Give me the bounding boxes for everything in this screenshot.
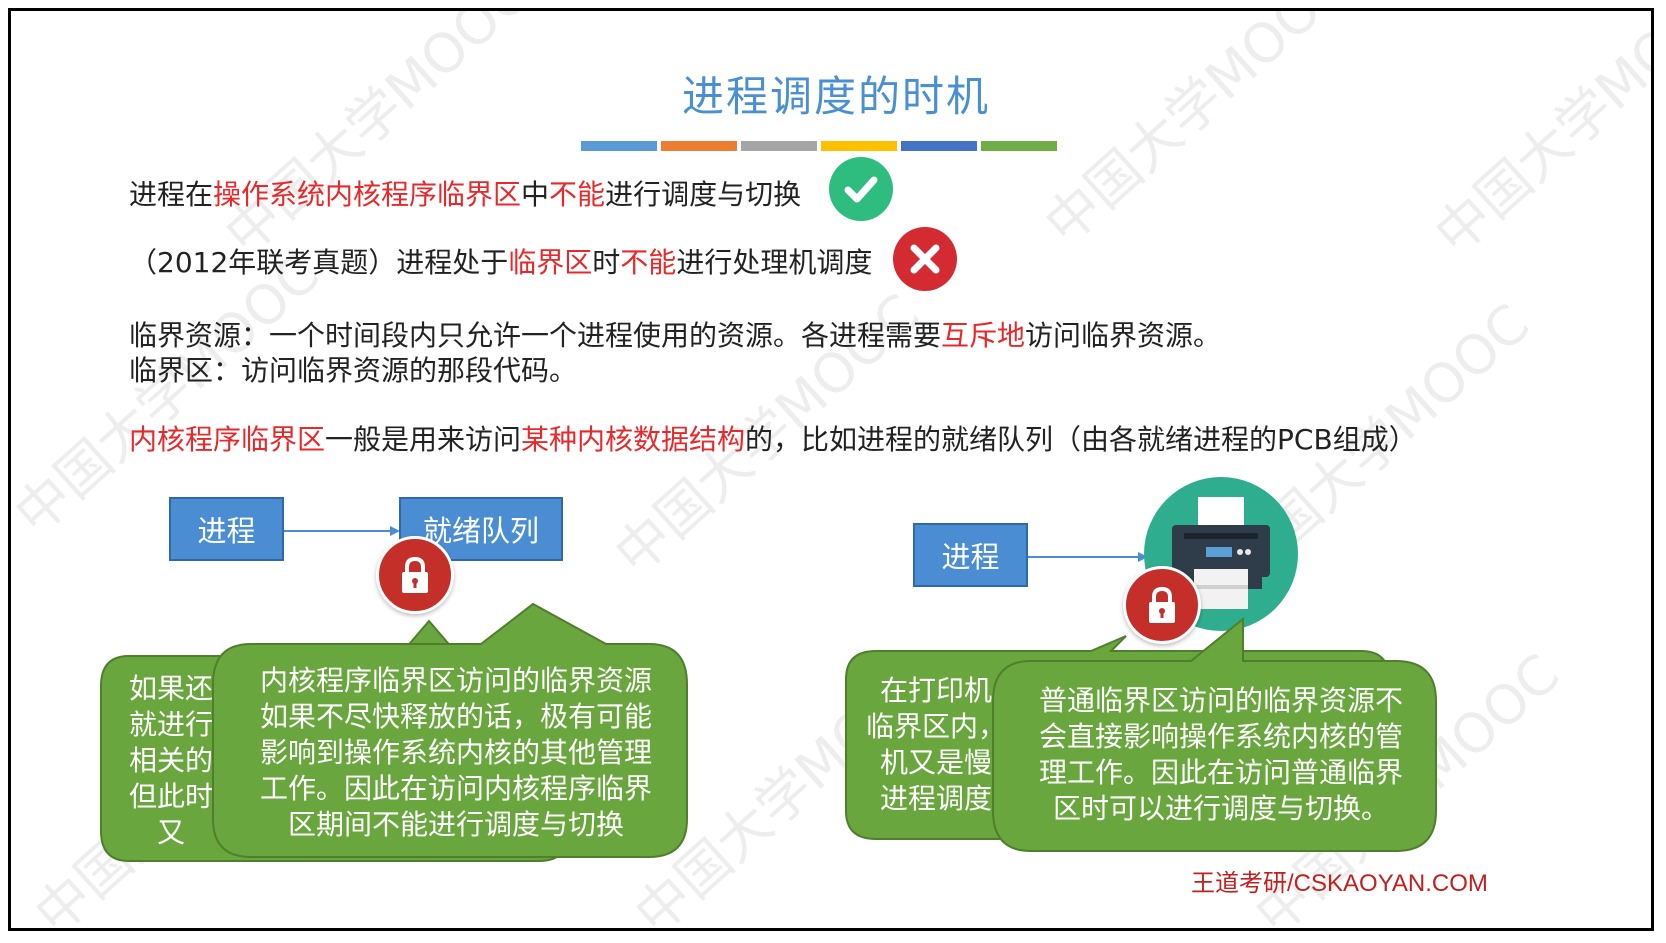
- left-arrow: [284, 526, 400, 536]
- right-back-bubble-text: 在打印机 临界区内， 机又是慢 进程调度: [865, 674, 1006, 815]
- x-circle-icon: [893, 227, 957, 291]
- critical-resource-definition: 临界资源：一个时间段内只允许一个进程使用的资源。各进程需要互斥地访问临界资源。: [129, 319, 1222, 352]
- left-front-bubble: [212, 602, 688, 858]
- statement-incorrect: （2012年联考真题）进程处于临界区时不能进行处理机调度: [129, 246, 873, 279]
- right-front-bubble: [992, 616, 1437, 852]
- statement-correct: 进程在操作系统内核程序临界区中不能进行调度与切换: [129, 178, 802, 211]
- right-process-box: 进程: [913, 523, 1028, 587]
- left-front-bubble-text: 内核程序临界区访问的临界资源 如果不尽快释放的话，极有可能 影响到操作系统内核的…: [259, 664, 652, 841]
- critical-section-definition: 临界区：访问临界资源的那段代码。: [129, 354, 578, 387]
- title-bar-segment: [821, 141, 897, 151]
- title-bar-segment: [901, 141, 977, 151]
- watermark: 中国大学MOOC: [212, 8, 542, 267]
- kernel-critical-section-note: 内核程序临界区一般是用来访问某种内核数据结构的，比如进程的就绪队列（由各就绪进程…: [129, 423, 1417, 456]
- left-back-bubble-text: 如果还 就进行 相关的 但此时 又: [128, 672, 213, 849]
- slide: 中国大学MOOC 中国大学MOOC 中国大学MOOC 中国大学MOOC 中国大学…: [8, 8, 1654, 931]
- right-arrow: [1028, 552, 1148, 562]
- title-bar-segment: [981, 141, 1057, 151]
- lock-icon: [1123, 566, 1201, 644]
- left-process-box: 进程: [169, 497, 284, 561]
- ready-queue-box: 就绪队列: [399, 497, 563, 561]
- title-bar-segment: [741, 141, 817, 151]
- title-bar-segment: [581, 141, 657, 151]
- watermark: 中国大学MOOC: [1032, 8, 1362, 257]
- right-front-bubble-text: 普通临界区访问的临界资源不 会直接影响操作系统内核的管 理工作。因此在访问普通临…: [1038, 684, 1403, 825]
- lock-icon: [376, 536, 454, 614]
- slide-title: 进程调度的时机: [681, 72, 990, 121]
- check-circle-icon: [829, 157, 893, 221]
- footer-brand: 王道考研/CSKAOYAN.COM: [1191, 870, 1488, 897]
- title-bar-segment: [661, 141, 737, 151]
- watermark: 中国大学MOOC: [1422, 8, 1654, 267]
